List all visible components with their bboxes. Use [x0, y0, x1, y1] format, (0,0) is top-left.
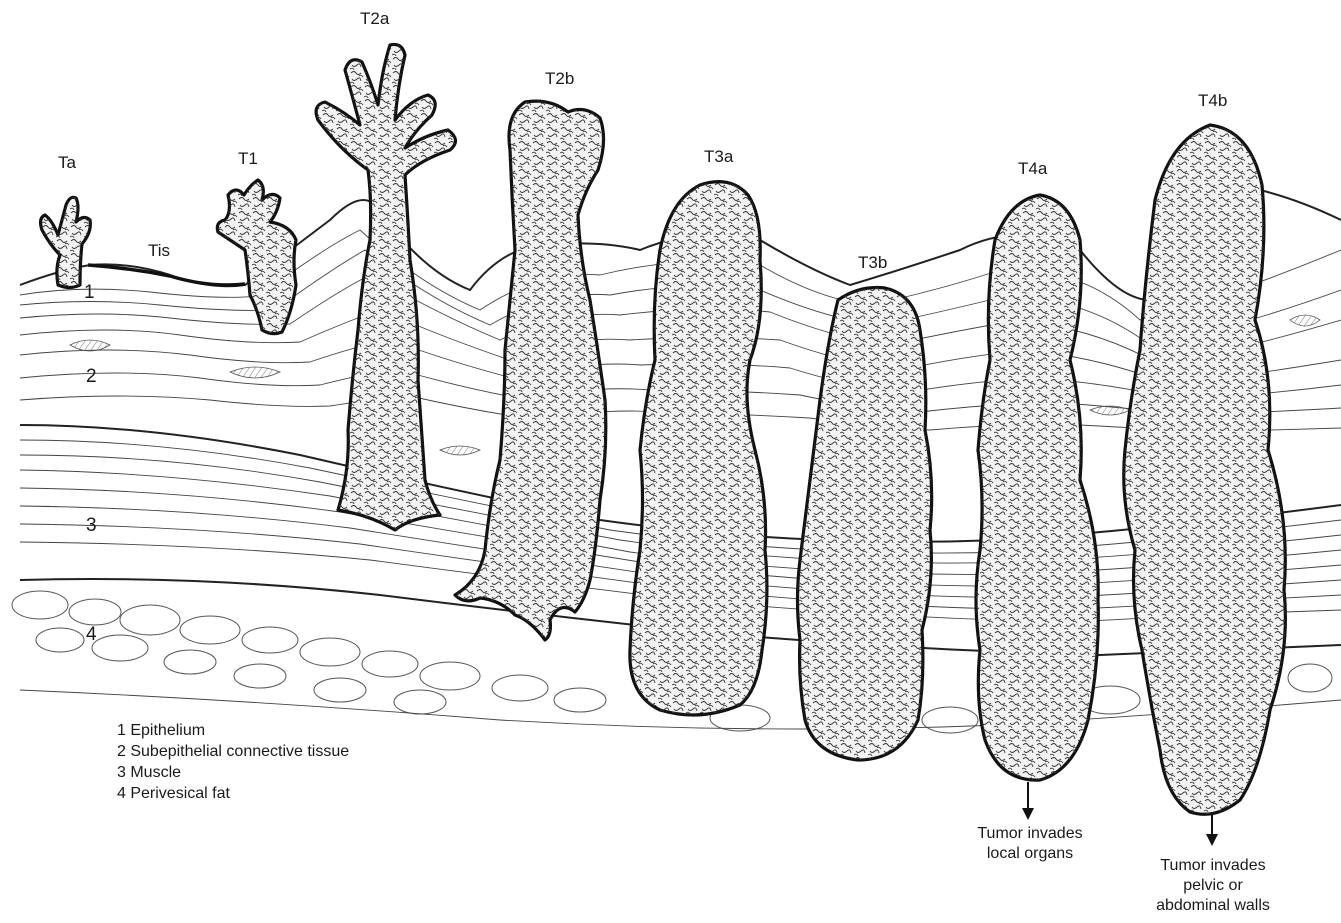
- legend-item-muscle: 3 Muscle: [117, 764, 181, 781]
- t4b-invasion-arrow: [1206, 812, 1218, 846]
- t4a-note-line: local organs: [987, 845, 1073, 862]
- tumor-t3b: [798, 288, 932, 761]
- tumor-t2b: [455, 101, 606, 640]
- stage-label-t3a: T3a: [704, 147, 734, 166]
- stage-label-t3b: T3b: [858, 253, 887, 272]
- tumor-tis: [88, 265, 245, 285]
- layer-legend: 1 Epithelium 2 Subepithelial connective …: [117, 722, 349, 802]
- layer-number-connective-tissue: 2: [86, 366, 97, 387]
- layer-numbers: 1 2 3 4: [84, 282, 97, 645]
- legend-item-epithelium: 1 Epithelium: [117, 722, 205, 739]
- stage-label-t4a: T4a: [1018, 159, 1048, 178]
- stage-label-t2a: T2a: [360, 9, 390, 28]
- stage-label-t2b: T2b: [545, 69, 574, 88]
- layer-number-epithelium: 1: [84, 282, 95, 303]
- stage-label-t1: T1: [238, 149, 258, 168]
- tumor-t4b: [1124, 125, 1286, 814]
- t4a-note-line: Tumor invades: [977, 825, 1082, 842]
- stage-label-tis: Tis: [148, 241, 170, 260]
- t4b-note-line: abdominal walls: [1156, 897, 1270, 914]
- tumor-t1: [217, 180, 296, 334]
- tumor-t4a: [976, 195, 1098, 780]
- tumor-t3a: [630, 182, 767, 715]
- layer-number-fat: 4: [86, 624, 97, 645]
- t4b-note: Tumor invades pelvic or abdominal walls: [1156, 857, 1270, 914]
- tumor-ta: [41, 197, 91, 287]
- legend-item-fat: 4 Perivesical fat: [117, 785, 230, 802]
- stage-label-t4b: T4b: [1198, 91, 1227, 110]
- stage-label-ta: Ta: [58, 153, 77, 172]
- t4b-note-line: pelvic or: [1183, 877, 1243, 894]
- t4a-note: Tumor invades local organs: [977, 825, 1082, 862]
- tumors: [41, 44, 1286, 814]
- legend-item-connective-tissue: 2 Subepithelial connective tissue: [117, 743, 349, 760]
- t4a-invasion-arrow: [1022, 782, 1034, 820]
- t4b-note-line: Tumor invades: [1160, 857, 1265, 874]
- layer-number-muscle: 3: [86, 515, 97, 536]
